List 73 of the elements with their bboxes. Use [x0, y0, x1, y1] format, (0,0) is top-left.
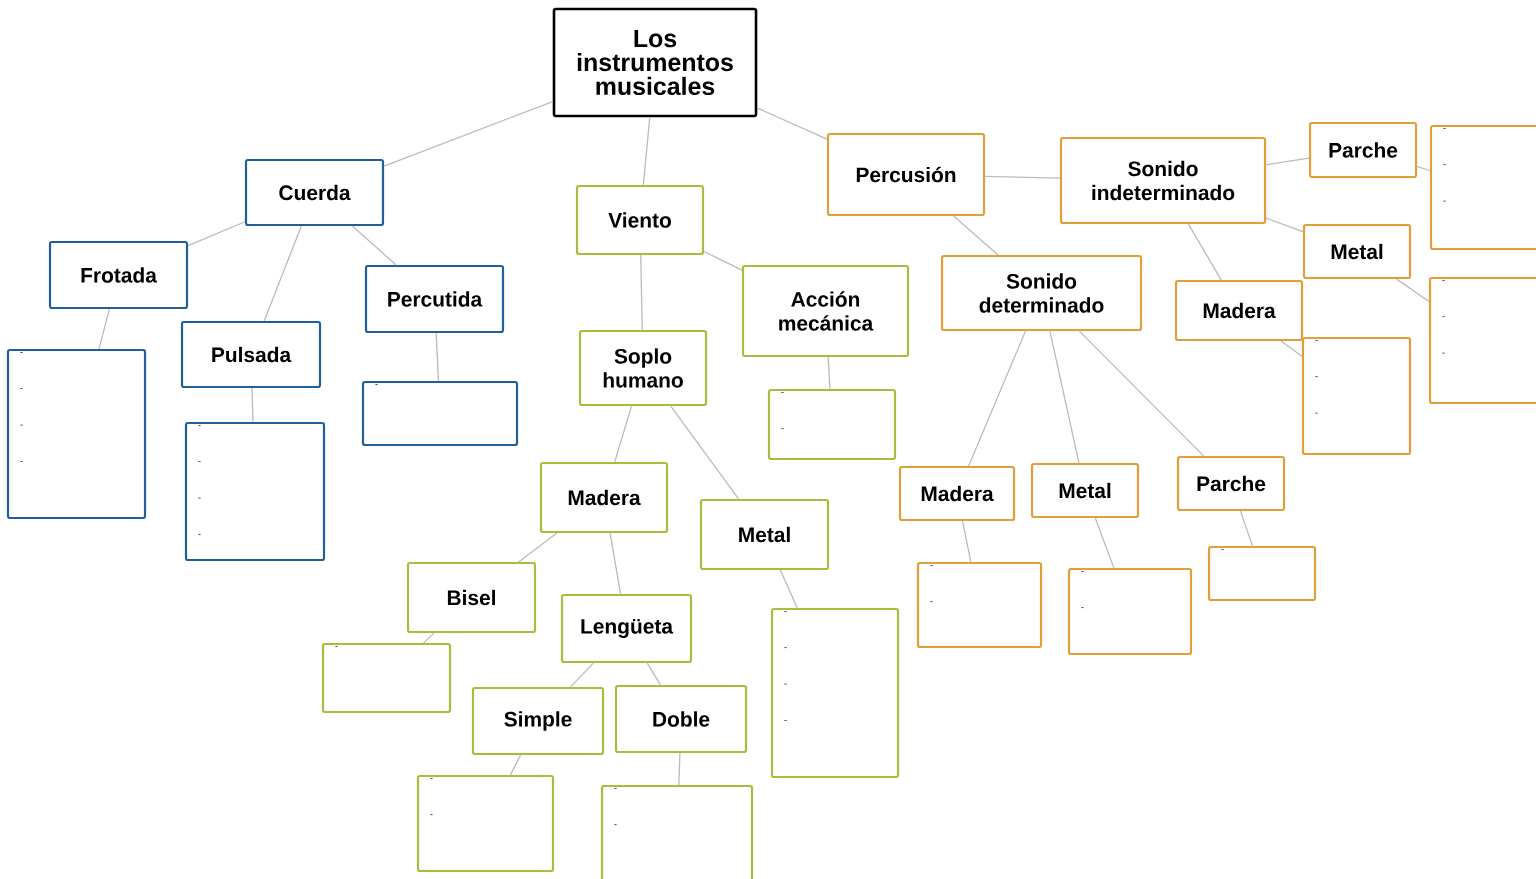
connector-line [1416, 165, 1431, 172]
list-box: - [361, 380, 519, 447]
concept-box: Metal [1030, 462, 1140, 519]
connector-line [422, 632, 435, 644]
concept-box: Pulsada [180, 320, 322, 389]
connector-line [263, 225, 302, 322]
concept-box: Sonido determinado [940, 254, 1143, 332]
connector-line [1239, 510, 1254, 547]
connector-line [98, 308, 111, 350]
connector-line [435, 332, 440, 382]
list-box: - - - - [184, 421, 326, 562]
connector-line [646, 662, 662, 686]
connector-line [967, 330, 1027, 467]
concept-box: Doble [614, 684, 748, 754]
list-box: - [1207, 545, 1317, 602]
list-box: - - - [1429, 124, 1536, 251]
concept-box: Soplo humano [578, 329, 708, 407]
connector-line [1265, 217, 1304, 233]
connector-line [609, 532, 622, 595]
connector-line [640, 254, 643, 331]
list-box: - - - - [770, 607, 900, 779]
connector-line [1280, 340, 1303, 357]
connector-line [642, 116, 651, 186]
connector-line [517, 532, 558, 563]
concept-box: Sonido indeterminado [1059, 136, 1267, 225]
connector-line [827, 356, 831, 390]
connector-line [614, 405, 633, 463]
connector-line [569, 662, 595, 688]
concept-box: Metal [699, 498, 830, 571]
concept-box: Simple [471, 686, 605, 756]
connector-line [670, 405, 740, 500]
list-box: - - - [1428, 276, 1536, 405]
connector-line [961, 520, 972, 563]
connector-line [351, 225, 397, 266]
concept-box: Cuerda [244, 158, 385, 227]
connector-line [952, 215, 999, 256]
connector-line [1187, 223, 1222, 281]
connector-line [187, 221, 246, 247]
concept-box: Frotada [48, 240, 189, 310]
connector-line [703, 250, 743, 271]
list-box: - - - [1301, 336, 1412, 456]
connector-line [1094, 517, 1115, 569]
list-box: - - [1067, 567, 1193, 656]
connector-line [1049, 330, 1080, 464]
list-box: - - [916, 561, 1043, 649]
concept-box: Metal [1302, 223, 1412, 280]
connector-line [251, 387, 254, 423]
connector-line [1396, 278, 1430, 303]
concept-box: Bisel [406, 561, 537, 634]
list-box: - - [767, 388, 897, 461]
list-box: - - - - [6, 348, 147, 520]
concept-box: Madera [1174, 279, 1304, 342]
connector-line [509, 754, 522, 776]
concept-box: Parche [1176, 455, 1286, 512]
list-box: - - [600, 784, 754, 879]
connector-line [779, 569, 798, 609]
connector-line [678, 752, 681, 786]
concept-box: Madera [898, 465, 1016, 522]
connector-line [383, 100, 554, 167]
title-box: Los instrumentos musicales [552, 7, 758, 118]
list-box: - [321, 642, 452, 714]
concept-box: Viento [575, 184, 705, 256]
concept-box: Parche [1308, 121, 1418, 179]
list-box: - - [416, 774, 555, 873]
connector-line [756, 107, 828, 140]
concept-box: Percutida [364, 264, 505, 334]
connector-line [984, 175, 1061, 179]
connector-line [1265, 157, 1310, 166]
concept-box: Madera [539, 461, 669, 534]
connector-line [1078, 330, 1205, 457]
concept-box: Acción mecánica [741, 264, 910, 358]
concept-box: Percusión [826, 132, 986, 217]
concept-box: Lengüeta [560, 593, 693, 664]
